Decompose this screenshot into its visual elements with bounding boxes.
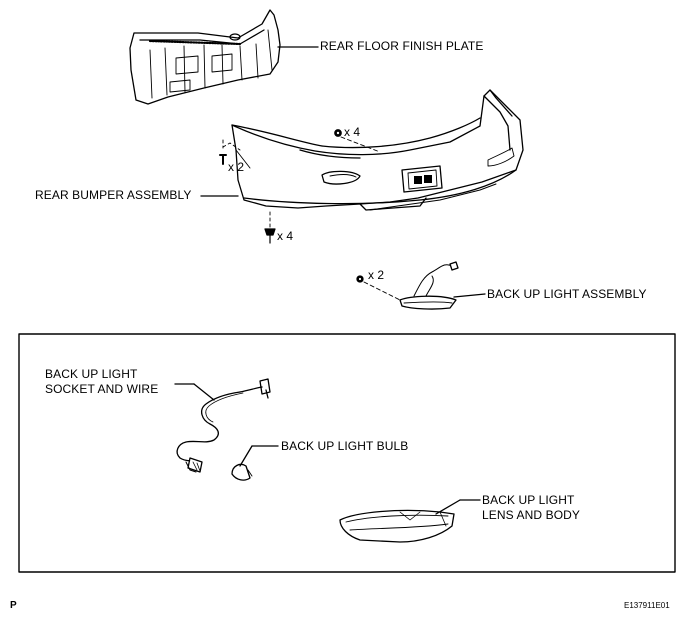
back-up-light-socket-and-wire-drawing [174, 378, 271, 473]
label-rear-bumper-assembly: REAR BUMPER ASSEMBLY [35, 188, 192, 202]
label-line: SOCKET AND WIRE [45, 382, 159, 396]
footer-mark: P [10, 600, 17, 611]
label-rear-floor-finish-plate: REAR FLOOR FINISH PLATE [320, 39, 484, 53]
label-back-up-light-socket-and-wire: BACK UP LIGHT SOCKET AND WIRE [45, 367, 158, 397]
rear-floor-finish-plate-drawing [129, 9, 319, 105]
qty-bumper-bottom-clips: x 4 [277, 229, 294, 243]
bumper-fasteners [219, 129, 381, 244]
detail-box [18, 333, 676, 573]
label-line: BACK UP LIGHT [45, 367, 138, 381]
label-line: BACK UP LIGHT [482, 493, 575, 507]
figure-code: E137911E01 [624, 601, 670, 610]
rear-bumper-assembly-drawing [200, 89, 524, 211]
qty-light-nuts: x 2 [368, 268, 385, 282]
back-up-light-lens-and-body-drawing [339, 499, 481, 543]
qty-bumper-top-nuts: x 4 [344, 125, 361, 139]
label-line: LENS AND BODY [482, 508, 580, 522]
label-back-up-light-lens-and-body: BACK UP LIGHT LENS AND BODY [482, 493, 580, 523]
label-back-up-light-assembly: BACK UP LIGHT ASSEMBLY [487, 287, 647, 301]
qty-bumper-side-screws: x 2 [228, 160, 245, 174]
label-back-up-light-bulb: BACK UP LIGHT BULB [281, 439, 409, 453]
back-up-light-bulb-drawing [231, 445, 279, 481]
back-up-light-assembly-drawing [356, 261, 486, 310]
